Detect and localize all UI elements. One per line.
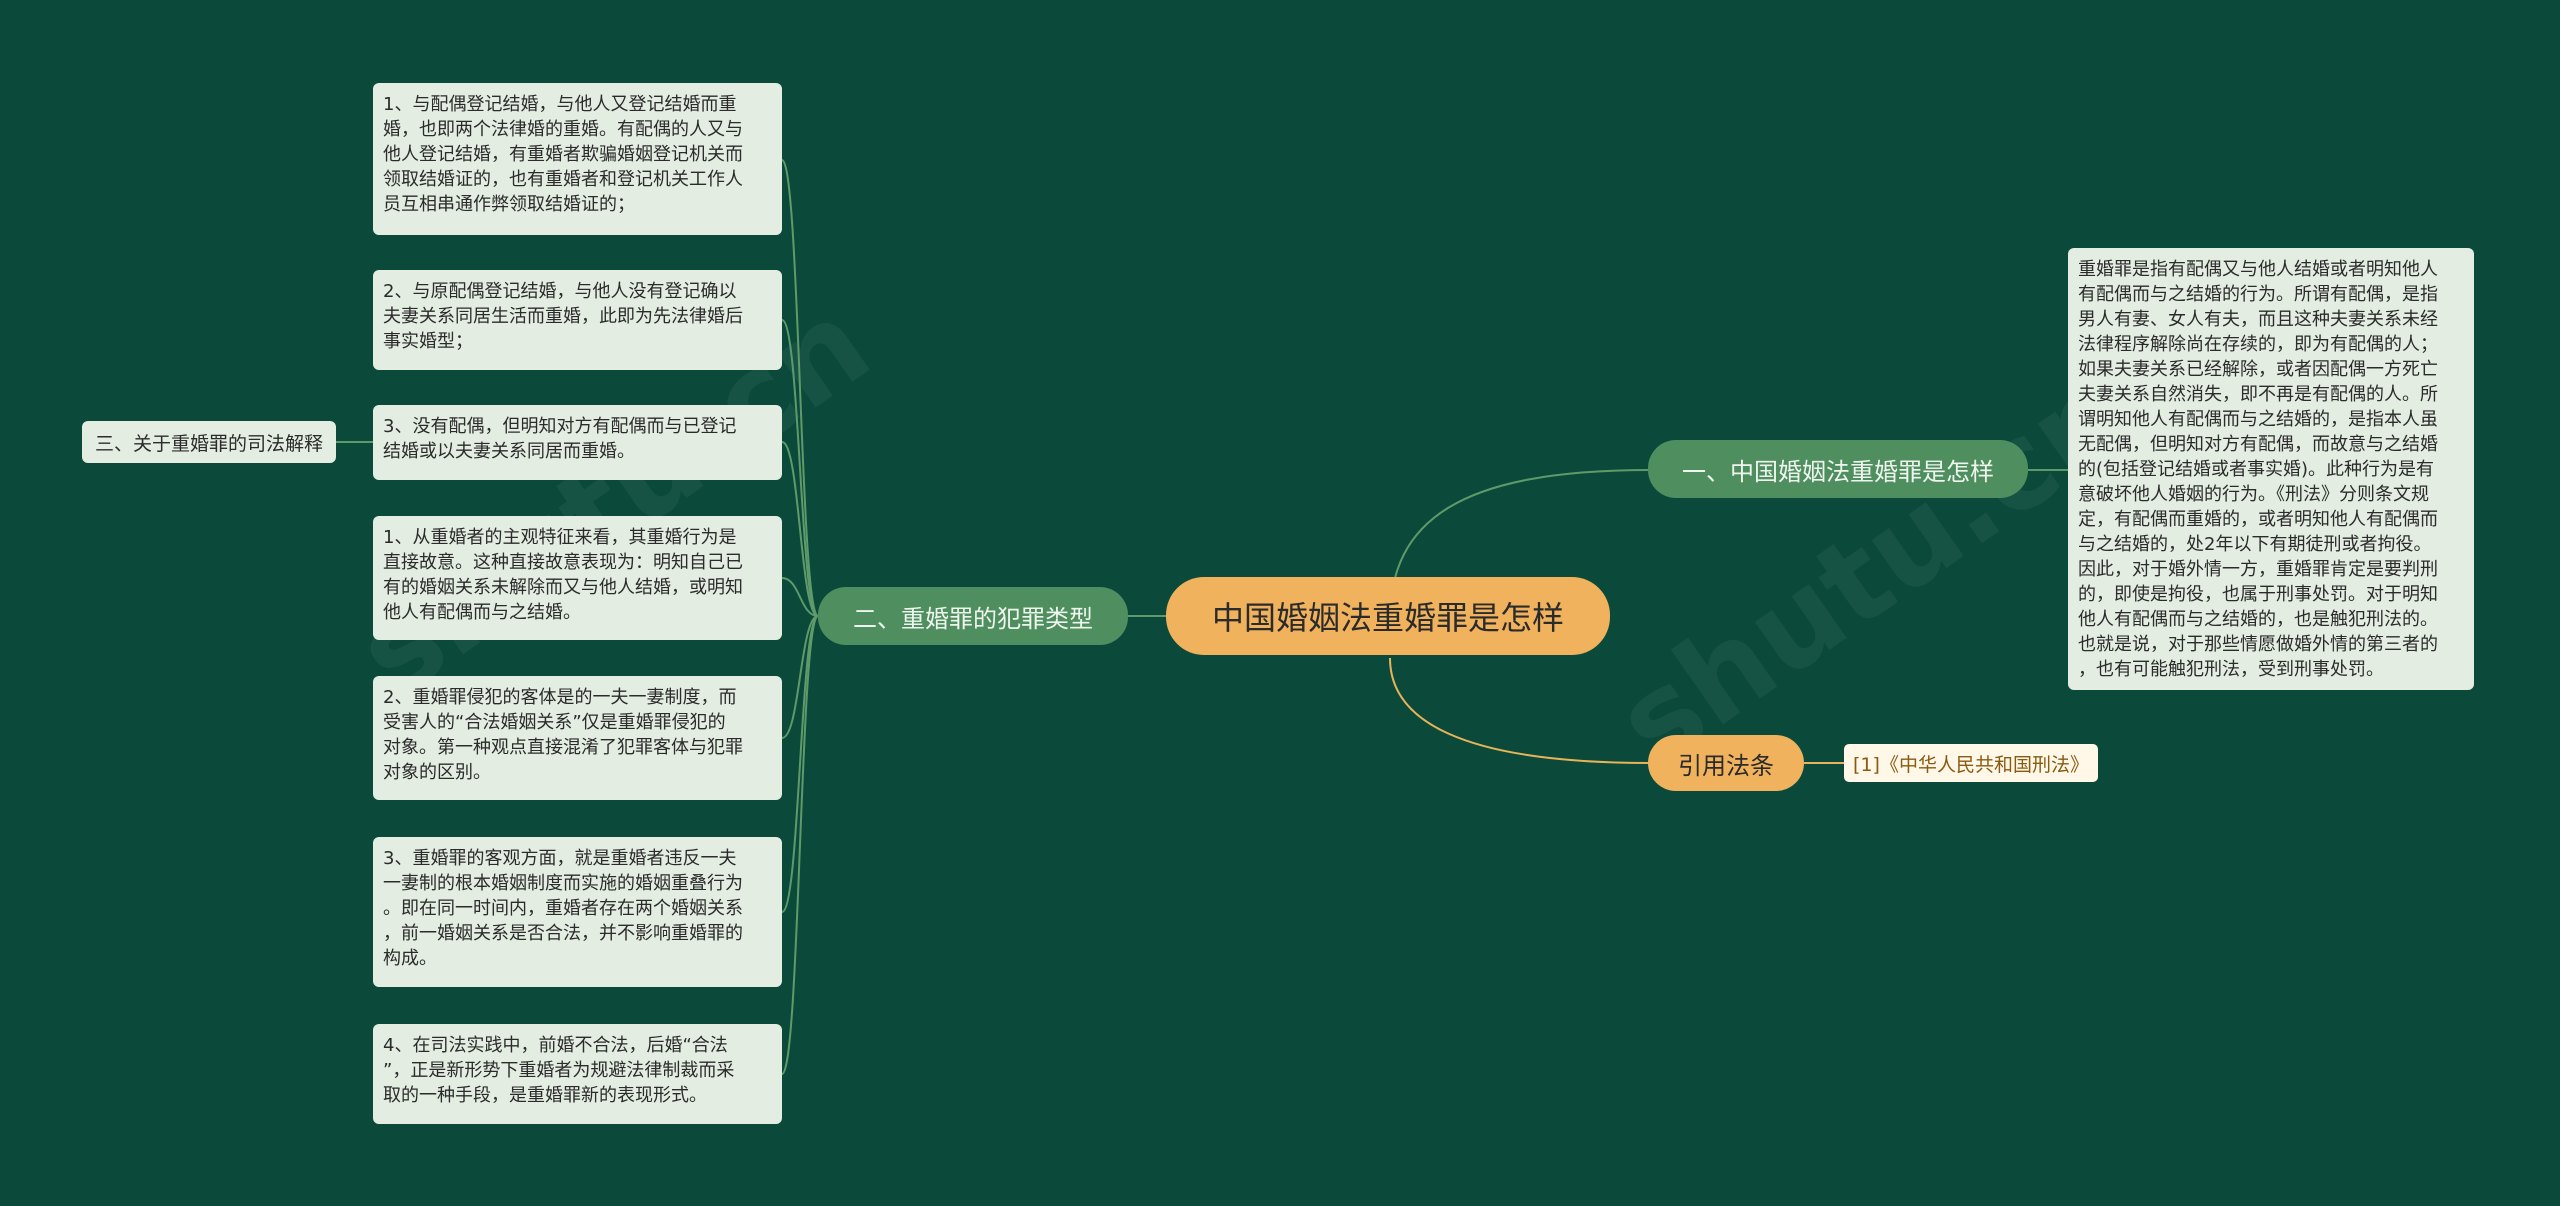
list-item: 3、没有配偶，但明知对方有配偶而与已登记 结婚或以夫妻关系同居而重婚。 — [373, 405, 782, 480]
branch-node-3[interactable]: 二、重婚罪的犯罪类型 — [818, 587, 1128, 645]
branch-node-1[interactable]: 一、中国婚姻法重婚罪是怎样 — [1648, 440, 2028, 498]
law-reference[interactable]: [1]《中华人民共和国刑法》 — [1844, 744, 2098, 782]
list-item: 2、重婚罪侵犯的客体是的一夫一妻制度，而 受害人的“合法婚姻关系”仅是重婚罪侵犯… — [373, 676, 782, 800]
list-item: 3、重婚罪的客观方面，就是重婚者违反一夫 一妻制的根本婚姻制度而实施的婚姻重叠行… — [373, 837, 782, 987]
list-item: 2、与原配偶登记结婚，与他人没有登记确以 夫妻关系同居生活而重婚，此即为先法律婚… — [373, 270, 782, 370]
root-node[interactable]: 中国婚姻法重婚罪是怎样 — [1166, 577, 1610, 655]
root-label: 中国婚姻法重婚罪是怎样 — [1211, 599, 1564, 637]
law-reference-text: [1]《中华人民共和国刑法》 — [1853, 753, 2089, 776]
branch-node-2[interactable]: 引用法条 — [1648, 735, 1804, 791]
judicial-interpretation-node[interactable]: 三、关于重婚罪的司法解释 — [82, 421, 336, 463]
branch-1-detail: 重婚罪是指有配偶又与他人结婚或者明知他人 有配偶而与之结婚的行为。所谓有配偶，是… — [2068, 248, 2474, 690]
judicial-interpretation-label: 三、关于重婚罪的司法解释 — [94, 432, 323, 455]
list-item: 1、从重婚者的主观特征来看，其重婚行为是 直接故意。这种直接故意表现为：明知自己… — [373, 516, 782, 640]
list-item: 4、在司法实践中，前婚不合法，后婚“合法 ”，正是新形势下重婚者为规避法律制裁而… — [373, 1024, 782, 1124]
branch-3-label: 二、重婚罪的犯罪类型 — [853, 604, 1093, 633]
list-item: 1、与配偶登记结婚，与他人又登记结婚而重 婚，也即两个法律婚的重婚。有配偶的人又… — [373, 83, 782, 235]
branch-1-label: 一、中国婚姻法重婚罪是怎样 — [1682, 457, 1994, 486]
connector-root-branch2 — [1389, 657, 1651, 764]
branch-2-label: 引用法条 — [1678, 751, 1774, 780]
